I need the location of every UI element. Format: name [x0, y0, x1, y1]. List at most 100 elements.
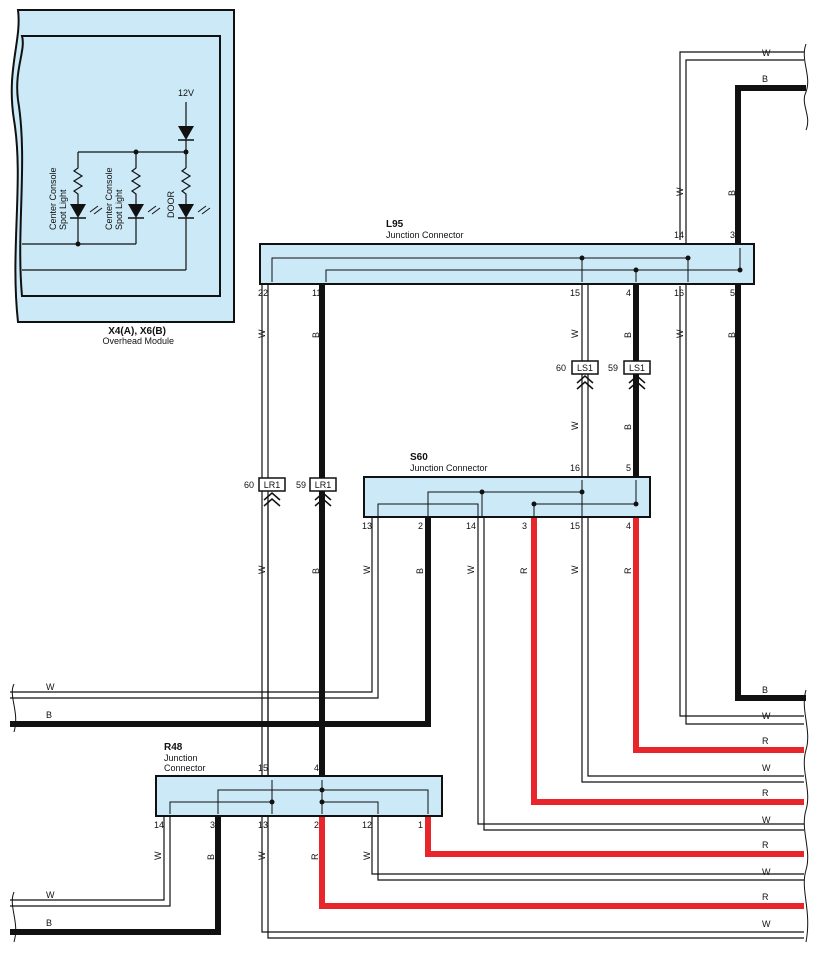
break-marker-left-middle	[11, 683, 17, 733]
wire-label-w: W	[762, 815, 771, 825]
r48-pin-15: 15	[258, 763, 268, 773]
r48-title: R48	[164, 742, 183, 753]
ls1-w-label: LS1	[577, 363, 593, 373]
spot-light-2-label-b: Spot Light	[114, 189, 124, 230]
ls1-b-label: LS1	[629, 363, 645, 373]
wire-label-b: B	[206, 854, 216, 860]
wire-label-b: B	[727, 190, 737, 196]
ls1-w-pin: 60	[556, 363, 566, 373]
r48-pin-14: 14	[154, 820, 164, 830]
overhead-module: 12V Center Console Spot Light Center Con…	[10, 9, 235, 346]
wire-label-b: B	[762, 74, 768, 84]
break-marker-right-top	[803, 43, 809, 131]
wire-label-b: B	[311, 332, 321, 338]
wire-label-r: R	[762, 736, 769, 746]
wire-label-w: W	[570, 565, 580, 574]
break-marker-left-bottom	[11, 891, 17, 943]
r48-pin-12: 12	[362, 820, 372, 830]
l95-pin-22: 22	[258, 288, 268, 298]
supply-12v-label: 12V	[178, 88, 194, 98]
spot-light-1-label-a: Center Console	[48, 167, 58, 230]
s60-pin-16: 16	[570, 463, 580, 473]
r48-pin-3: 3	[210, 820, 215, 830]
wire-label-r: R	[762, 892, 769, 902]
break-marker-right-bottom	[803, 689, 809, 943]
wire-label-b: B	[762, 685, 768, 695]
s60-title: S60	[410, 452, 428, 463]
wire-label-b: B	[623, 424, 633, 430]
wire-label-w: W	[466, 565, 476, 574]
wire-label-r: R	[762, 788, 769, 798]
wire-label-w: W	[675, 329, 685, 338]
connector-r48[interactable]: R48 Junction Connector 15 4 14 3 13 2 12…	[154, 742, 443, 830]
s60-pin-13: 13	[362, 521, 372, 531]
wire-label-w: W	[362, 565, 372, 574]
l95-pin-5: 5	[730, 288, 735, 298]
ls1-b-pin: 59	[608, 363, 618, 373]
wire-label-w: W	[570, 421, 580, 430]
l95-pin-16: 16	[674, 288, 684, 298]
wire-label-b: B	[311, 568, 321, 574]
l95-title: L95	[386, 219, 404, 230]
s60-pin-2: 2	[418, 521, 423, 531]
s60-pin-5: 5	[626, 463, 631, 473]
inline-connector-lr1-w[interactable]: LR1 60	[244, 477, 286, 507]
wire-label-b: B	[623, 332, 633, 338]
break-markers	[11, 43, 809, 943]
l95-pin-14: 14	[674, 230, 684, 240]
lr1-b-label: LR1	[315, 480, 332, 490]
r48-subtitle-2: Connector	[164, 763, 206, 773]
l95-pin-3: 3	[730, 230, 735, 240]
s60-pin-14: 14	[466, 521, 476, 531]
wire-label-w: W	[762, 919, 771, 929]
wires	[10, 51, 806, 939]
wire-label-r: R	[519, 567, 529, 574]
wire-label-w: W	[762, 48, 771, 58]
lr1-w-label: LR1	[264, 480, 281, 490]
l95-pin-11: 11	[312, 288, 321, 298]
wire-label-r: R	[762, 840, 769, 850]
wire-label-w: W	[570, 329, 580, 338]
r48-subtitle-1: Junction	[164, 753, 198, 763]
r48-pin-13: 13	[258, 820, 268, 830]
overhead-module-subtitle: Overhead Module	[102, 336, 174, 346]
wire-label-w: W	[46, 890, 55, 900]
wire-label-w: W	[762, 763, 771, 773]
wire-label-b: B	[415, 568, 425, 574]
wire-label-r: R	[623, 567, 633, 574]
wire-label-w: W	[362, 851, 372, 860]
wire-label-b: B	[727, 332, 737, 338]
r48-pin-1: 1	[418, 820, 423, 830]
wire-label-w: W	[153, 851, 163, 860]
wire-label-b: B	[46, 710, 52, 720]
l95-subtitle: Junction Connector	[386, 230, 464, 240]
lr1-w-pin: 60	[244, 480, 254, 490]
wire-label-w: W	[762, 867, 771, 877]
connector-s60[interactable]: S60 Junction Connector 16 5 13 2 14 3 15…	[362, 452, 651, 531]
wire-label-w: W	[675, 187, 685, 196]
wire-label-r: R	[310, 853, 320, 860]
wire-labels-vertical: W B W B W B W B W B W B W B W R W R W B …	[153, 187, 737, 860]
r48-pin-4: 4	[314, 763, 319, 773]
wire-label-w: W	[46, 682, 55, 692]
l95-pin-4: 4	[626, 288, 631, 298]
wire-label-w: W	[257, 851, 267, 860]
inline-connector-lr1-b[interactable]: LR1 59	[296, 477, 337, 507]
wire-label-b: B	[46, 918, 52, 928]
spot-light-2-label-a: Center Console	[104, 167, 114, 230]
l95-pin-15: 15	[570, 288, 580, 298]
wire-labels-horizontal: W B B W R W R W R W R W W B W B	[46, 48, 771, 929]
overhead-module-title: X4(A), X6(B)	[108, 326, 166, 337]
spot-light-1-label-b: Spot Light	[58, 189, 68, 230]
r48-pin-2: 2	[314, 820, 319, 830]
inline-connector-ls1-b[interactable]: LS1 59	[608, 360, 651, 390]
s60-pin-15: 15	[570, 521, 580, 531]
s60-subtitle: Junction Connector	[410, 463, 488, 473]
door-label: DOOR	[166, 190, 176, 218]
connector-l95[interactable]: L95 Junction Connector 14 3 22 11 15 4 1…	[258, 219, 755, 298]
s60-pin-4: 4	[626, 521, 631, 531]
lr1-b-pin: 59	[296, 480, 306, 490]
wire-label-w: W	[762, 711, 771, 721]
inline-connector-ls1-w[interactable]: LS1 60	[556, 360, 599, 390]
